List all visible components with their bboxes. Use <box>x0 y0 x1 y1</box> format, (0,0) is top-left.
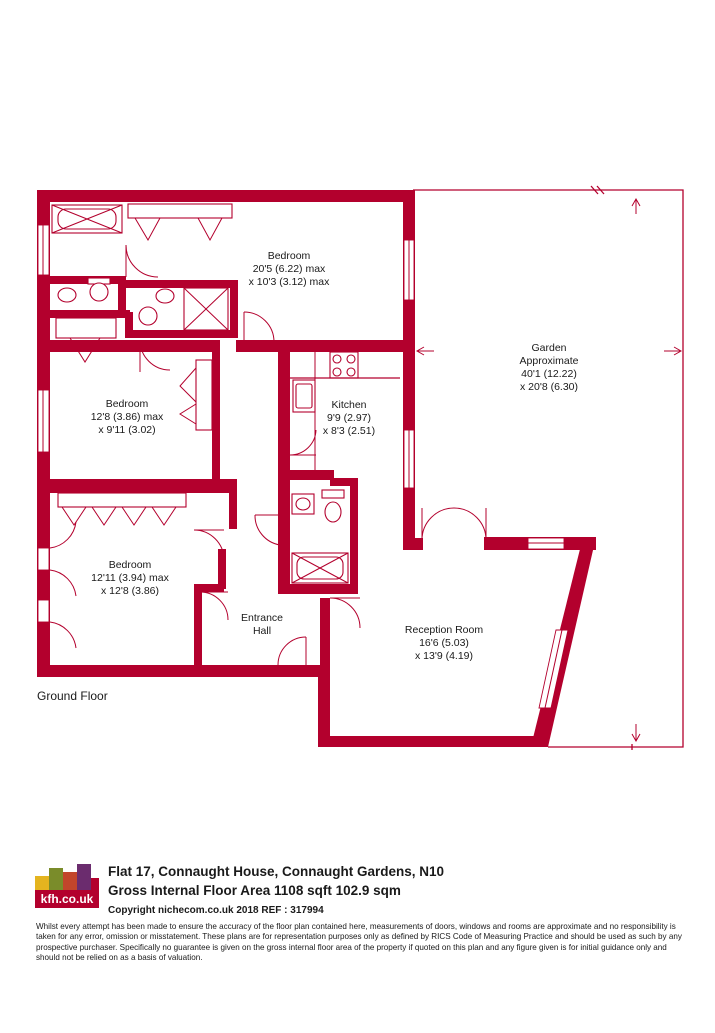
bedroom-1-name: Bedroom <box>268 250 311 262</box>
bedroom-1-dims-2: x 10'3 (3.12) max <box>249 276 331 288</box>
bedroom-1-dims-1: 20'5 (6.22) max <box>253 263 326 275</box>
label-entrance-hall: Entrance Hall <box>241 612 283 637</box>
kfh-logo-icon <box>35 858 99 914</box>
hall-name-1: Entrance <box>241 612 283 624</box>
garden-name-2: Approximate <box>520 355 579 367</box>
garden-area <box>413 185 684 750</box>
reception-dims-1: 16'6 (5.03) <box>419 637 469 649</box>
copyright: Copyright nichecom.co.uk 2018 REF : 3179… <box>108 905 324 916</box>
kitchen-name: Kitchen <box>331 399 366 411</box>
wardrobes <box>55 203 233 526</box>
bedroom-3-dims-2: x 12'8 (3.86) <box>101 585 159 597</box>
bedroom-3-dims-1: 12'11 (3.94) max <box>91 572 169 584</box>
bedroom-2-dims-1: 12'8 (3.86) max <box>91 411 164 423</box>
reception-name: Reception Room <box>405 624 483 636</box>
bathroom-fixtures <box>51 204 400 584</box>
kitchen-dims-1: 9'9 (2.97) <box>327 412 371 424</box>
disclaimer: Whilst every attempt has been made to en… <box>36 922 682 963</box>
label-bedroom-2: Bedroom 12'8 (3.86) max x 9'11 (3.02) <box>91 398 164 436</box>
floor-area: Gross Internal Floor Area 1108 sqft 102.… <box>108 883 401 898</box>
property-address: Flat 17, Connaught House, Connaught Gard… <box>108 864 445 879</box>
interior-walls <box>50 276 358 666</box>
kitchen-dims-2: x 8'3 (2.51) <box>323 425 375 437</box>
label-bedroom-1: Bedroom 20'5 (6.22) max x 10'3 (3.12) ma… <box>249 250 331 288</box>
bedroom-2-dims-2: x 9'11 (3.02) <box>98 424 155 436</box>
floor-label: Ground Floor <box>37 689 108 703</box>
garden-dimension-arrows <box>415 197 683 743</box>
label-reception-room: Reception Room 16'6 (5.03) x 13'9 (4.19) <box>405 624 483 662</box>
reception-dims-2: x 13'9 (4.19) <box>415 650 473 662</box>
garden-dims-1: 40'1 (12.22) <box>521 368 577 380</box>
bedroom-3-name: Bedroom <box>109 559 152 571</box>
bedroom-2-name: Bedroom <box>106 398 149 410</box>
label-bedroom-3: Bedroom 12'11 (3.94) max x 12'8 (3.86) <box>91 559 169 597</box>
windows <box>37 224 569 709</box>
garden-name-1: Garden <box>531 342 566 354</box>
logo-text: kfh.co.uk <box>35 890 99 908</box>
doors <box>49 244 487 666</box>
label-kitchen: Kitchen 9'9 (2.97) x 8'3 (2.51) <box>323 399 375 437</box>
label-garden: Garden Approximate 40'1 (12.22) x 20'8 (… <box>520 342 579 393</box>
hall-name-2: Hall <box>253 625 271 637</box>
garden-dims-2: x 20'8 (6.30) <box>520 381 578 393</box>
